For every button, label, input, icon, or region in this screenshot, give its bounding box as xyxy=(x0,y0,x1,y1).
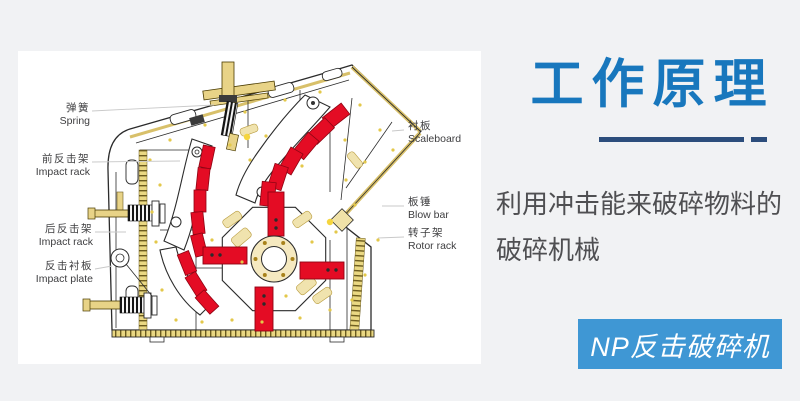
front-rack-wear-plates xyxy=(176,144,220,315)
label-rotor-rack-en: Rotor rack xyxy=(408,239,457,252)
label-rear-impact-rack-en: Impact rack xyxy=(38,235,93,248)
spring-bolt-assembly xyxy=(189,61,276,152)
leader-lines xyxy=(91,104,405,270)
tension-bolts xyxy=(82,200,166,319)
front-impact-rack xyxy=(159,138,220,316)
title-underline-short xyxy=(751,137,767,142)
liner-slots xyxy=(222,123,363,304)
rear-rack-wear-plates xyxy=(259,102,351,208)
label-scaleboard: 衬板 Scaleboard xyxy=(408,120,461,145)
label-blow-bar-zh: 板锤 xyxy=(408,196,432,208)
label-rear-impact-rack: 后反击架 Impact rack xyxy=(39,223,93,248)
label-scaleboard-zh: 衬板 xyxy=(408,120,432,132)
label-impact-plate-en: Impact plate xyxy=(35,272,93,285)
title-underline-long xyxy=(599,137,744,142)
crusher-diagram xyxy=(82,61,422,343)
label-blow-bar-en: Blow bar xyxy=(408,208,449,221)
rear-impact-rack xyxy=(235,94,351,208)
label-rotor-rack: 转子架 Rotor rack xyxy=(408,227,456,252)
label-spring-zh: 弹簧 xyxy=(66,102,90,114)
label-scaleboard-en: Scaleboard xyxy=(408,132,462,145)
label-blow-bar: 板锤 Blow bar xyxy=(408,196,449,221)
label-spring-en: Spring xyxy=(59,114,90,127)
label-front-impact-rack: 前反击架 Impact rack xyxy=(36,153,90,178)
page-title: 工作原理 xyxy=(530,55,775,114)
product-badge-label: NP反击破碎机 xyxy=(590,331,770,362)
rotor-assembly xyxy=(202,191,345,332)
diagram-card xyxy=(18,51,481,364)
product-badge: NP反击破碎机 xyxy=(578,319,782,369)
label-impact-plate: 反击衬板 Impact plate xyxy=(36,260,93,285)
label-rear-impact-rack-zh: 后反击架 xyxy=(45,223,93,235)
label-front-impact-rack-zh: 前反击架 xyxy=(42,153,90,165)
blow-bars xyxy=(202,191,345,332)
label-front-impact-rack-en: Impact rack xyxy=(35,165,90,178)
rotor-bolts xyxy=(253,241,295,277)
description-line-2: 破碎机械 xyxy=(496,235,601,265)
label-spring: 弹簧 Spring xyxy=(60,102,90,127)
description-line-1: 利用冲击能来破碎物料的 xyxy=(496,189,783,219)
description: 利用冲击能来破碎物料的 破碎机械 xyxy=(496,181,796,273)
label-impact-plate-zh: 反击衬板 xyxy=(45,260,93,272)
bolt-dots xyxy=(148,90,395,324)
label-rotor-rack-zh: 转子架 xyxy=(408,227,444,239)
